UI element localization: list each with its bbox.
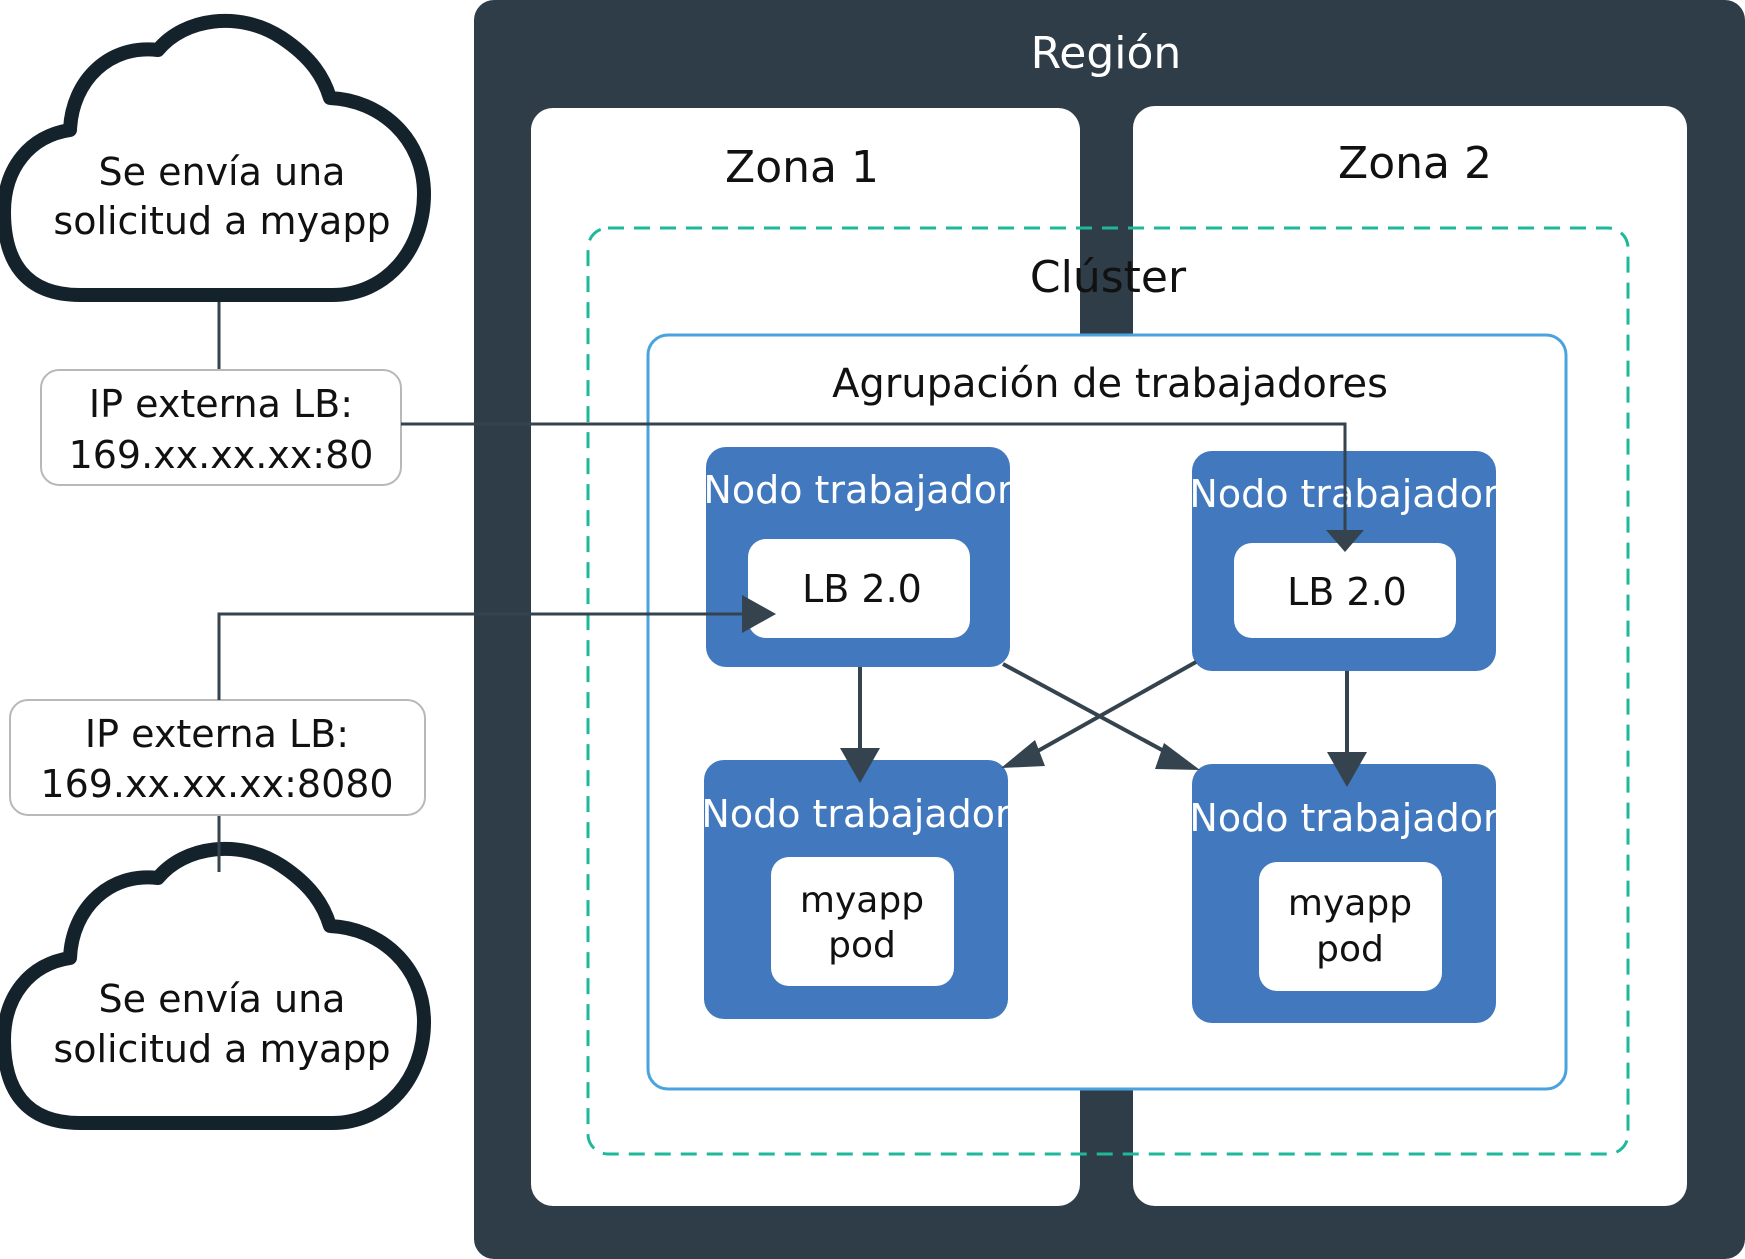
route-ip-80-to-right-lb <box>401 422 1347 530</box>
cluster-label: Clúster <box>1030 252 1187 303</box>
region-label: Región <box>1031 28 1182 79</box>
myapp-pod-box <box>771 857 954 986</box>
arrow-head <box>1001 740 1045 768</box>
load-balancer-box <box>1234 543 1456 638</box>
ip-box-line1: IP externa LB: <box>85 712 349 756</box>
worker-node-label: Nodo trabajador <box>701 792 1011 836</box>
request-cloud-bottom: Se envía una solicitud a myapp <box>0 841 431 1130</box>
zone-1-label: Zona 1 <box>725 142 879 193</box>
arrow-head <box>1326 530 1364 552</box>
external-ip-box-top: IP externa LB: 169.xx.xx.xx:80 <box>40 369 402 486</box>
ip-box-line1: IP externa LB: <box>89 382 353 426</box>
worker-node-bottom-right: Nodo trabajador myapp pod <box>1189 764 1499 1023</box>
cloud-icon <box>0 841 431 1130</box>
worker-node-label: Nodo trabajador <box>1189 796 1499 840</box>
myapp-pod-box <box>1259 862 1442 991</box>
arrow-left-lb-to-right-pod <box>1002 662 1176 759</box>
route-ip-8080-to-left-lb <box>217 612 742 700</box>
cloud-text-line2: solicitud a myapp <box>53 1027 390 1071</box>
arrow-head <box>840 748 880 783</box>
load-balancer-box <box>748 539 970 638</box>
lb-to-pod-arrows <box>840 660 1367 787</box>
request-cloud-top: Se envía una solicitud a myapp <box>0 13 431 302</box>
load-balancer-label: LB 2.0 <box>1287 570 1407 614</box>
myapp-pod-label-line1: myapp <box>800 880 924 921</box>
arrow-head <box>742 595 776 633</box>
worker-node-bottom-left: Nodo trabajador myapp pod <box>701 760 1011 1019</box>
cloud-text-line1: Se envía una <box>99 150 346 194</box>
myapp-pod-label-line2: pod <box>828 925 896 966</box>
myapp-pod-label-line1: myapp <box>1288 883 1412 924</box>
cloud-text-line2: solicitud a myapp <box>53 199 390 243</box>
worker-node-top-right: Nodo trabajador LB 2.0 <box>1189 451 1499 671</box>
worker-pool-label: Agrupación de trabajadores <box>832 361 1388 407</box>
load-balancer-label: LB 2.0 <box>802 567 922 611</box>
cluster-boundary <box>586 226 1630 1156</box>
external-ip-box-bottom: IP externa LB: 169.xx.xx.xx:8080 <box>9 699 426 816</box>
ip-routing-arrows <box>217 422 1364 700</box>
arrow-right-lb-to-left-pod <box>1035 660 1197 754</box>
worker-node-top-left: Nodo trabajador LB 2.0 <box>703 447 1013 667</box>
arrow-head <box>1327 752 1367 787</box>
zone-2-label: Zona 2 <box>1338 138 1492 189</box>
cloud-icon <box>0 13 431 302</box>
cloud-text-line1: Se envía una <box>99 977 346 1021</box>
myapp-pod-label-line2: pod <box>1316 929 1384 970</box>
worker-node-label: Nodo trabajador <box>703 468 1013 512</box>
ip-box-line2: 169.xx.xx.xx:8080 <box>40 762 393 806</box>
ip-box-line2: 169.xx.xx.xx:80 <box>69 433 374 477</box>
arrow-head <box>1155 743 1200 770</box>
